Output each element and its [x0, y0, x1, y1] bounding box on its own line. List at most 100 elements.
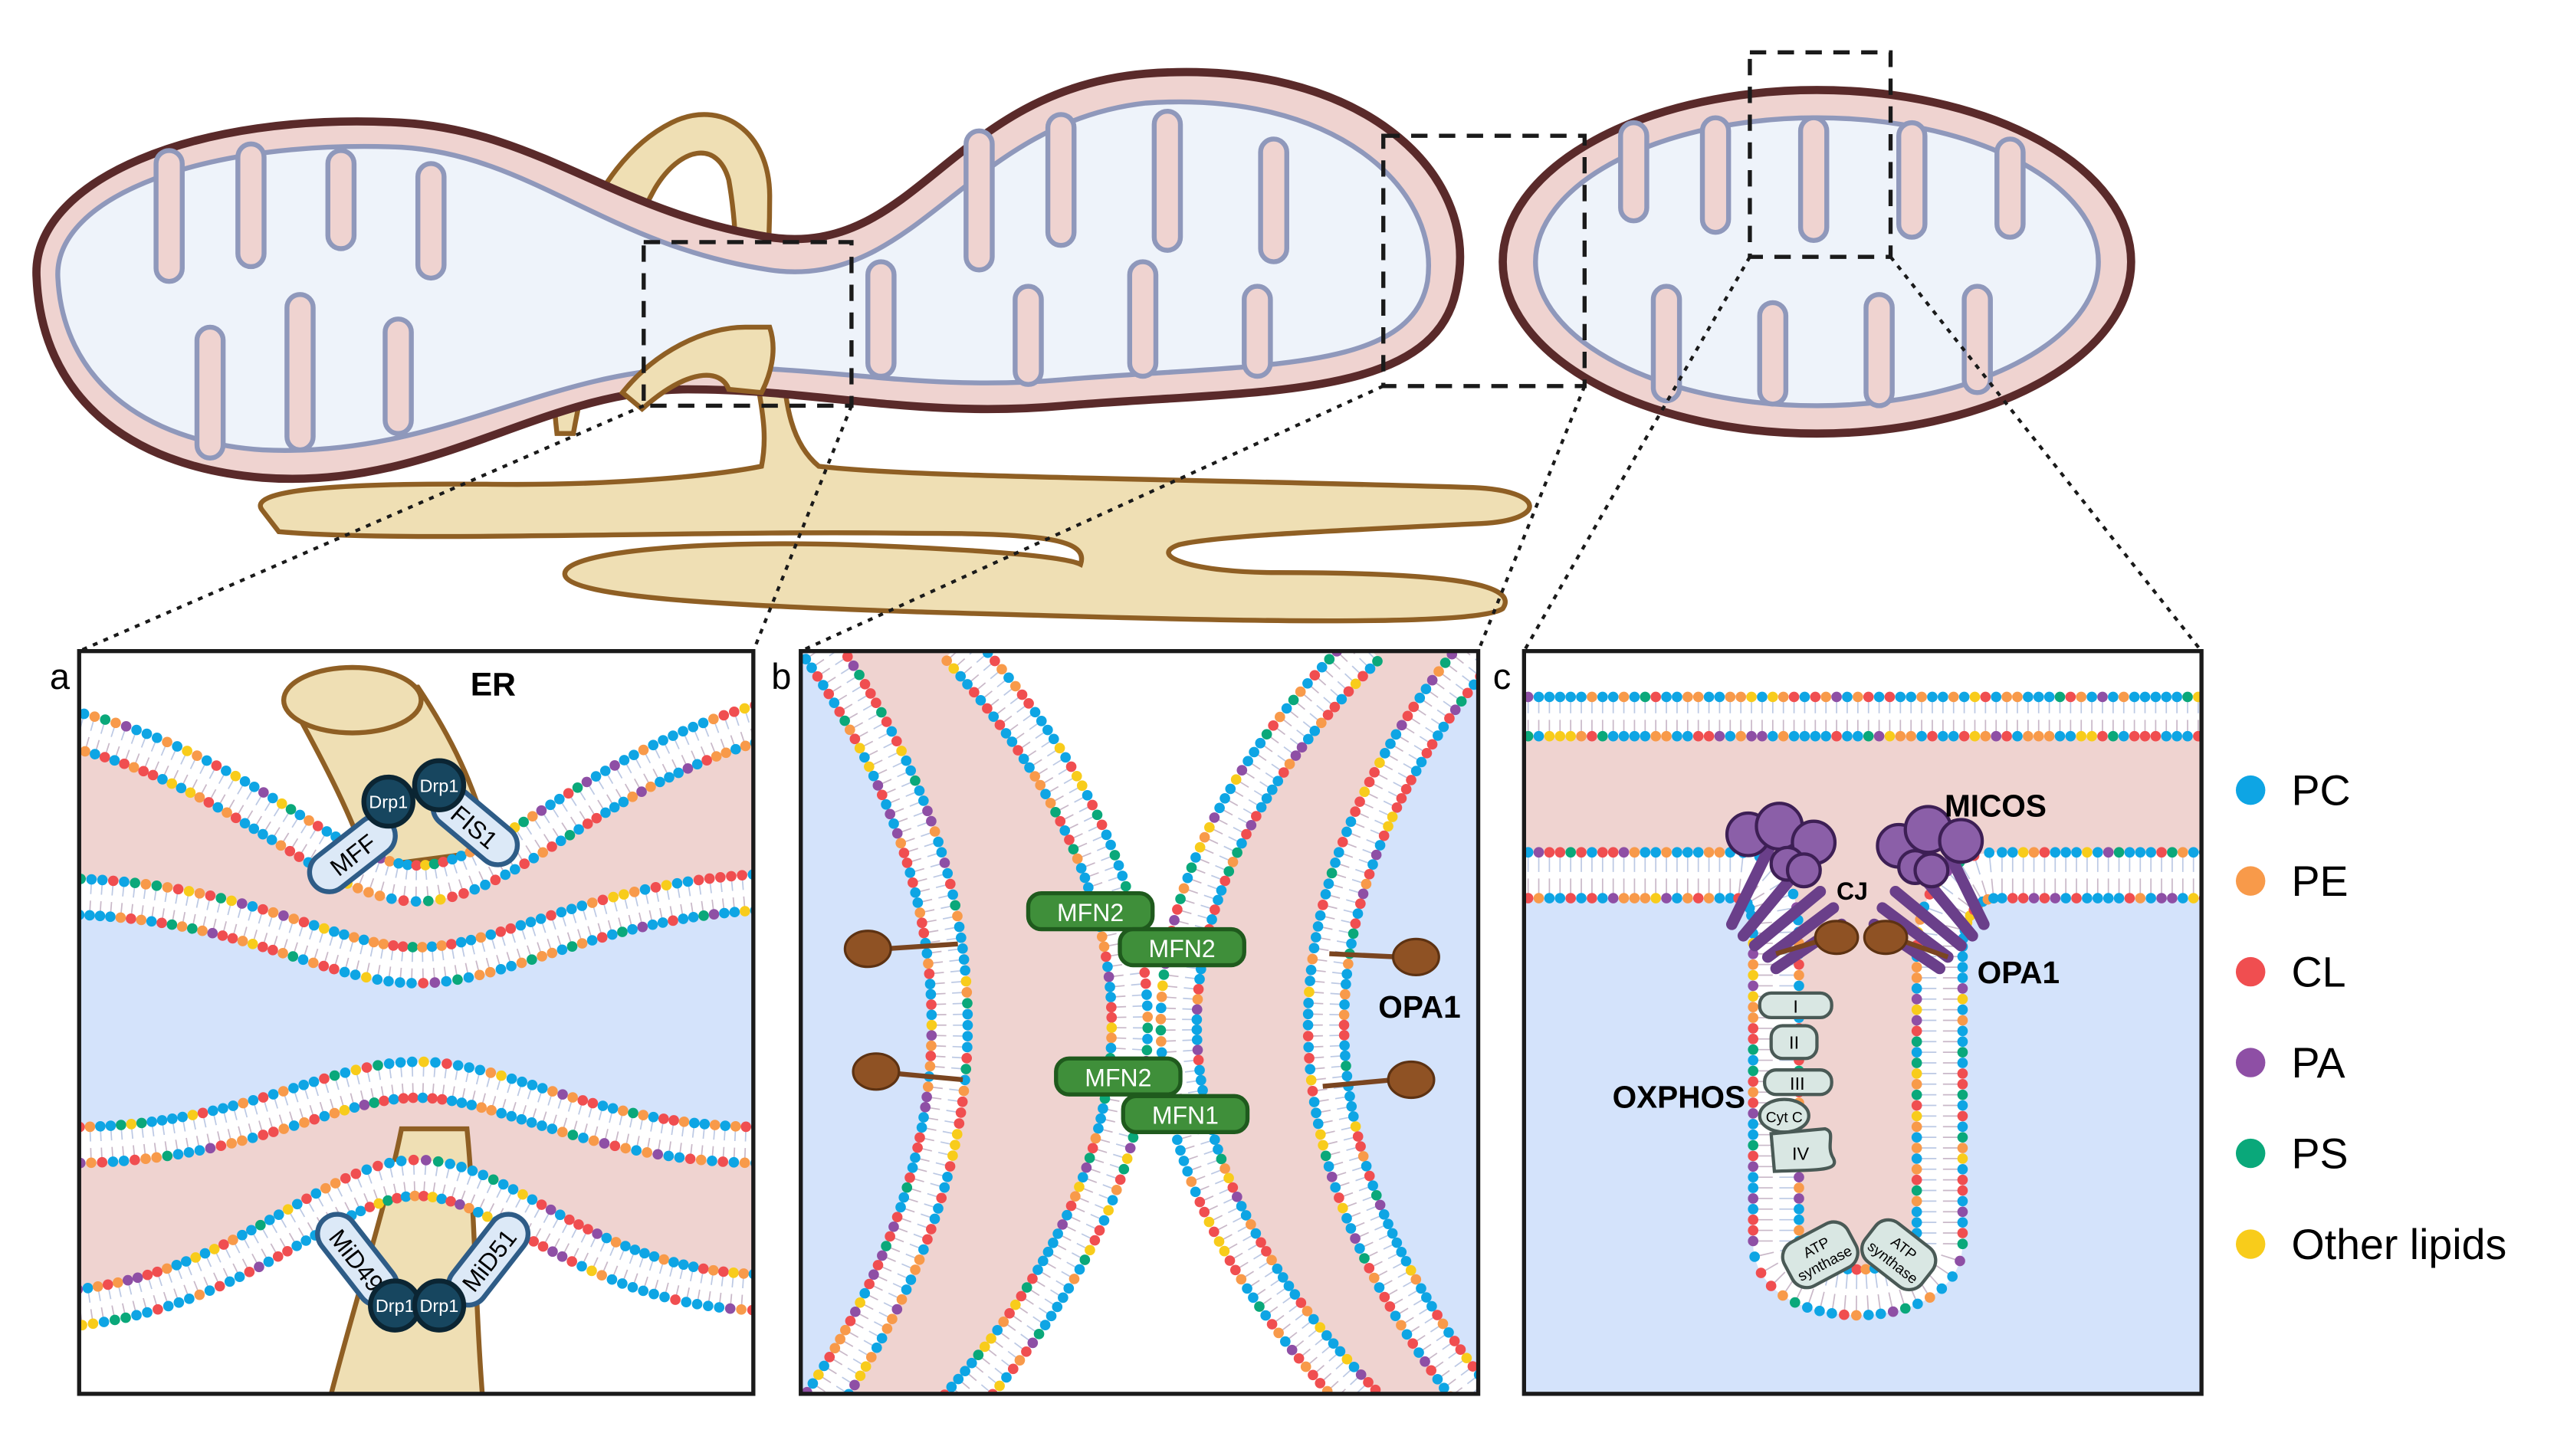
- lipid-headgroup: [268, 907, 279, 918]
- lipid-headgroup: [217, 930, 228, 941]
- lipid-headgroup: [2023, 691, 2034, 703]
- lipid-headgroup: [1629, 691, 1640, 703]
- lipid-headgroup: [1357, 888, 1369, 900]
- lipid-headgroup: [1851, 1264, 1863, 1275]
- lipid-headgroup: [1936, 1283, 1948, 1294]
- lipid-headgroup: [921, 1091, 932, 1103]
- panel-letter-b: b: [771, 656, 791, 697]
- lipid-headgroup: [1544, 847, 1555, 858]
- lipid-headgroup: [1957, 1100, 1968, 1111]
- lipid-headgroup: [1318, 1140, 1328, 1151]
- lipid-headgroup: [648, 1251, 660, 1262]
- lipid-headgroup: [1345, 816, 1357, 828]
- lipid-headgroup: [1906, 691, 1917, 703]
- lipid-headgroup: [537, 1120, 547, 1131]
- lipid-headgroup: [942, 1171, 953, 1182]
- lipid-headgroup: [939, 1182, 950, 1193]
- lipid-headgroup: [1337, 1202, 1348, 1214]
- lipid-headgroup: [645, 781, 656, 792]
- lipid-headgroup: [944, 878, 956, 890]
- lipid-headgroup: [1748, 1065, 1759, 1077]
- lipid-headgroup: [918, 927, 930, 939]
- lipid-headgroup: [298, 1079, 309, 1090]
- lipid-headgroup: [566, 903, 577, 914]
- lipid-headgroup: [2050, 893, 2061, 903]
- lipid-headgroup: [1236, 765, 1248, 776]
- lipid-headgroup: [1748, 1214, 1759, 1225]
- lipid-headgroup: [1860, 1264, 1871, 1275]
- lipid-headgroup: [1911, 1153, 1922, 1164]
- membrane-core: [1160, 651, 1380, 1394]
- lipid-headgroup: [1997, 847, 2007, 858]
- lipid-headgroup: [1308, 1097, 1320, 1107]
- lipid-headgroup: [469, 884, 481, 895]
- lipid-headgroup: [437, 1094, 448, 1105]
- svg-text:I: I: [1793, 996, 1798, 1016]
- lipid-headgroup: [691, 759, 703, 770]
- lipid-headgroup: [485, 929, 497, 940]
- lipid-headgroup: [1101, 829, 1112, 841]
- lipid-headgroup: [1068, 844, 1079, 855]
- lipid-headgroup: [1911, 1047, 1922, 1058]
- lipid-headgroup: [1863, 730, 1874, 742]
- lipid-headgroup: [90, 749, 100, 759]
- lipid-headgroup: [1344, 1090, 1355, 1102]
- lipid-headgroup: [871, 697, 881, 709]
- lipid-headgroup: [1794, 1225, 1804, 1236]
- lipid-headgroup: [1480, 1378, 1491, 1389]
- lipid-headgroup: [629, 749, 639, 761]
- lipid-headgroup: [914, 785, 925, 796]
- legend-label: PE: [2292, 858, 2349, 905]
- lipid-headgroup: [1302, 1008, 1314, 1020]
- lipid-headgroup: [1957, 1238, 1968, 1250]
- lipid-headgroup: [1330, 857, 1341, 868]
- lipid-headgroup: [264, 1215, 275, 1225]
- lipid-headgroup: [436, 1193, 448, 1205]
- lipid-headgroup: [1096, 819, 1108, 831]
- legend-label: PS: [2292, 1130, 2349, 1177]
- lipid-headgroup: [505, 923, 517, 934]
- lipid-headgroup: [1661, 893, 1672, 903]
- lipid-headgroup: [859, 1287, 871, 1299]
- lipid-headgroup: [591, 812, 602, 824]
- lipid-headgroup: [1355, 898, 1366, 910]
- lipid-headgroup: [1213, 894, 1223, 906]
- lipid-headgroup: [1748, 1033, 1759, 1044]
- lipid-headgroup: [910, 1264, 921, 1275]
- lipid-headgroup: [730, 743, 741, 755]
- lipid-headgroup: [1958, 691, 1970, 703]
- lipid-headgroup: [1618, 691, 1630, 703]
- lipid-headgroup: [557, 1089, 568, 1100]
- lipid-headgroup: [527, 811, 538, 822]
- lipid-headgroup: [908, 877, 918, 888]
- lipid-headgroup: [1032, 1264, 1043, 1275]
- lipid-headgroup: [1109, 850, 1121, 861]
- lipid-headgroup: [1016, 689, 1028, 700]
- lipid-headgroup: [386, 893, 397, 904]
- lipid-headgroup: [1014, 1355, 1026, 1366]
- lipid-headgroup: [244, 1266, 255, 1277]
- lipid-headgroup: [1042, 724, 1053, 736]
- lipid-headgroup: [1378, 830, 1390, 841]
- lipid-headgroup: [670, 1294, 681, 1305]
- lipid-headgroup: [1692, 847, 1704, 858]
- lipid-headgroup: [1899, 1303, 1911, 1314]
- lipid-headgroup: [678, 1117, 690, 1127]
- lipid-headgroup: [1748, 1182, 1759, 1193]
- lipid-headgroup: [1190, 852, 1201, 863]
- lipid-headgroup: [1957, 1004, 1968, 1015]
- lipid-headgroup: [162, 736, 172, 748]
- lipid-headgroup: [895, 1202, 906, 1213]
- lipid-headgroup: [1216, 885, 1227, 896]
- lipid-headgroup: [1339, 989, 1351, 1000]
- lipid-headgroup: [2177, 847, 2188, 858]
- lipid-headgroup: [1102, 961, 1113, 972]
- lipid-headgroup: [1778, 1290, 1788, 1301]
- lipid-headgroup: [2086, 691, 2097, 703]
- lipid-headgroup: [968, 631, 979, 642]
- lipid-headgroup: [962, 1031, 973, 1041]
- lipid-headgroup: [447, 854, 458, 865]
- lipid-headgroup: [1629, 730, 1640, 742]
- lipid-headgroup: [409, 1190, 421, 1202]
- lipid-headgroup: [824, 1352, 835, 1363]
